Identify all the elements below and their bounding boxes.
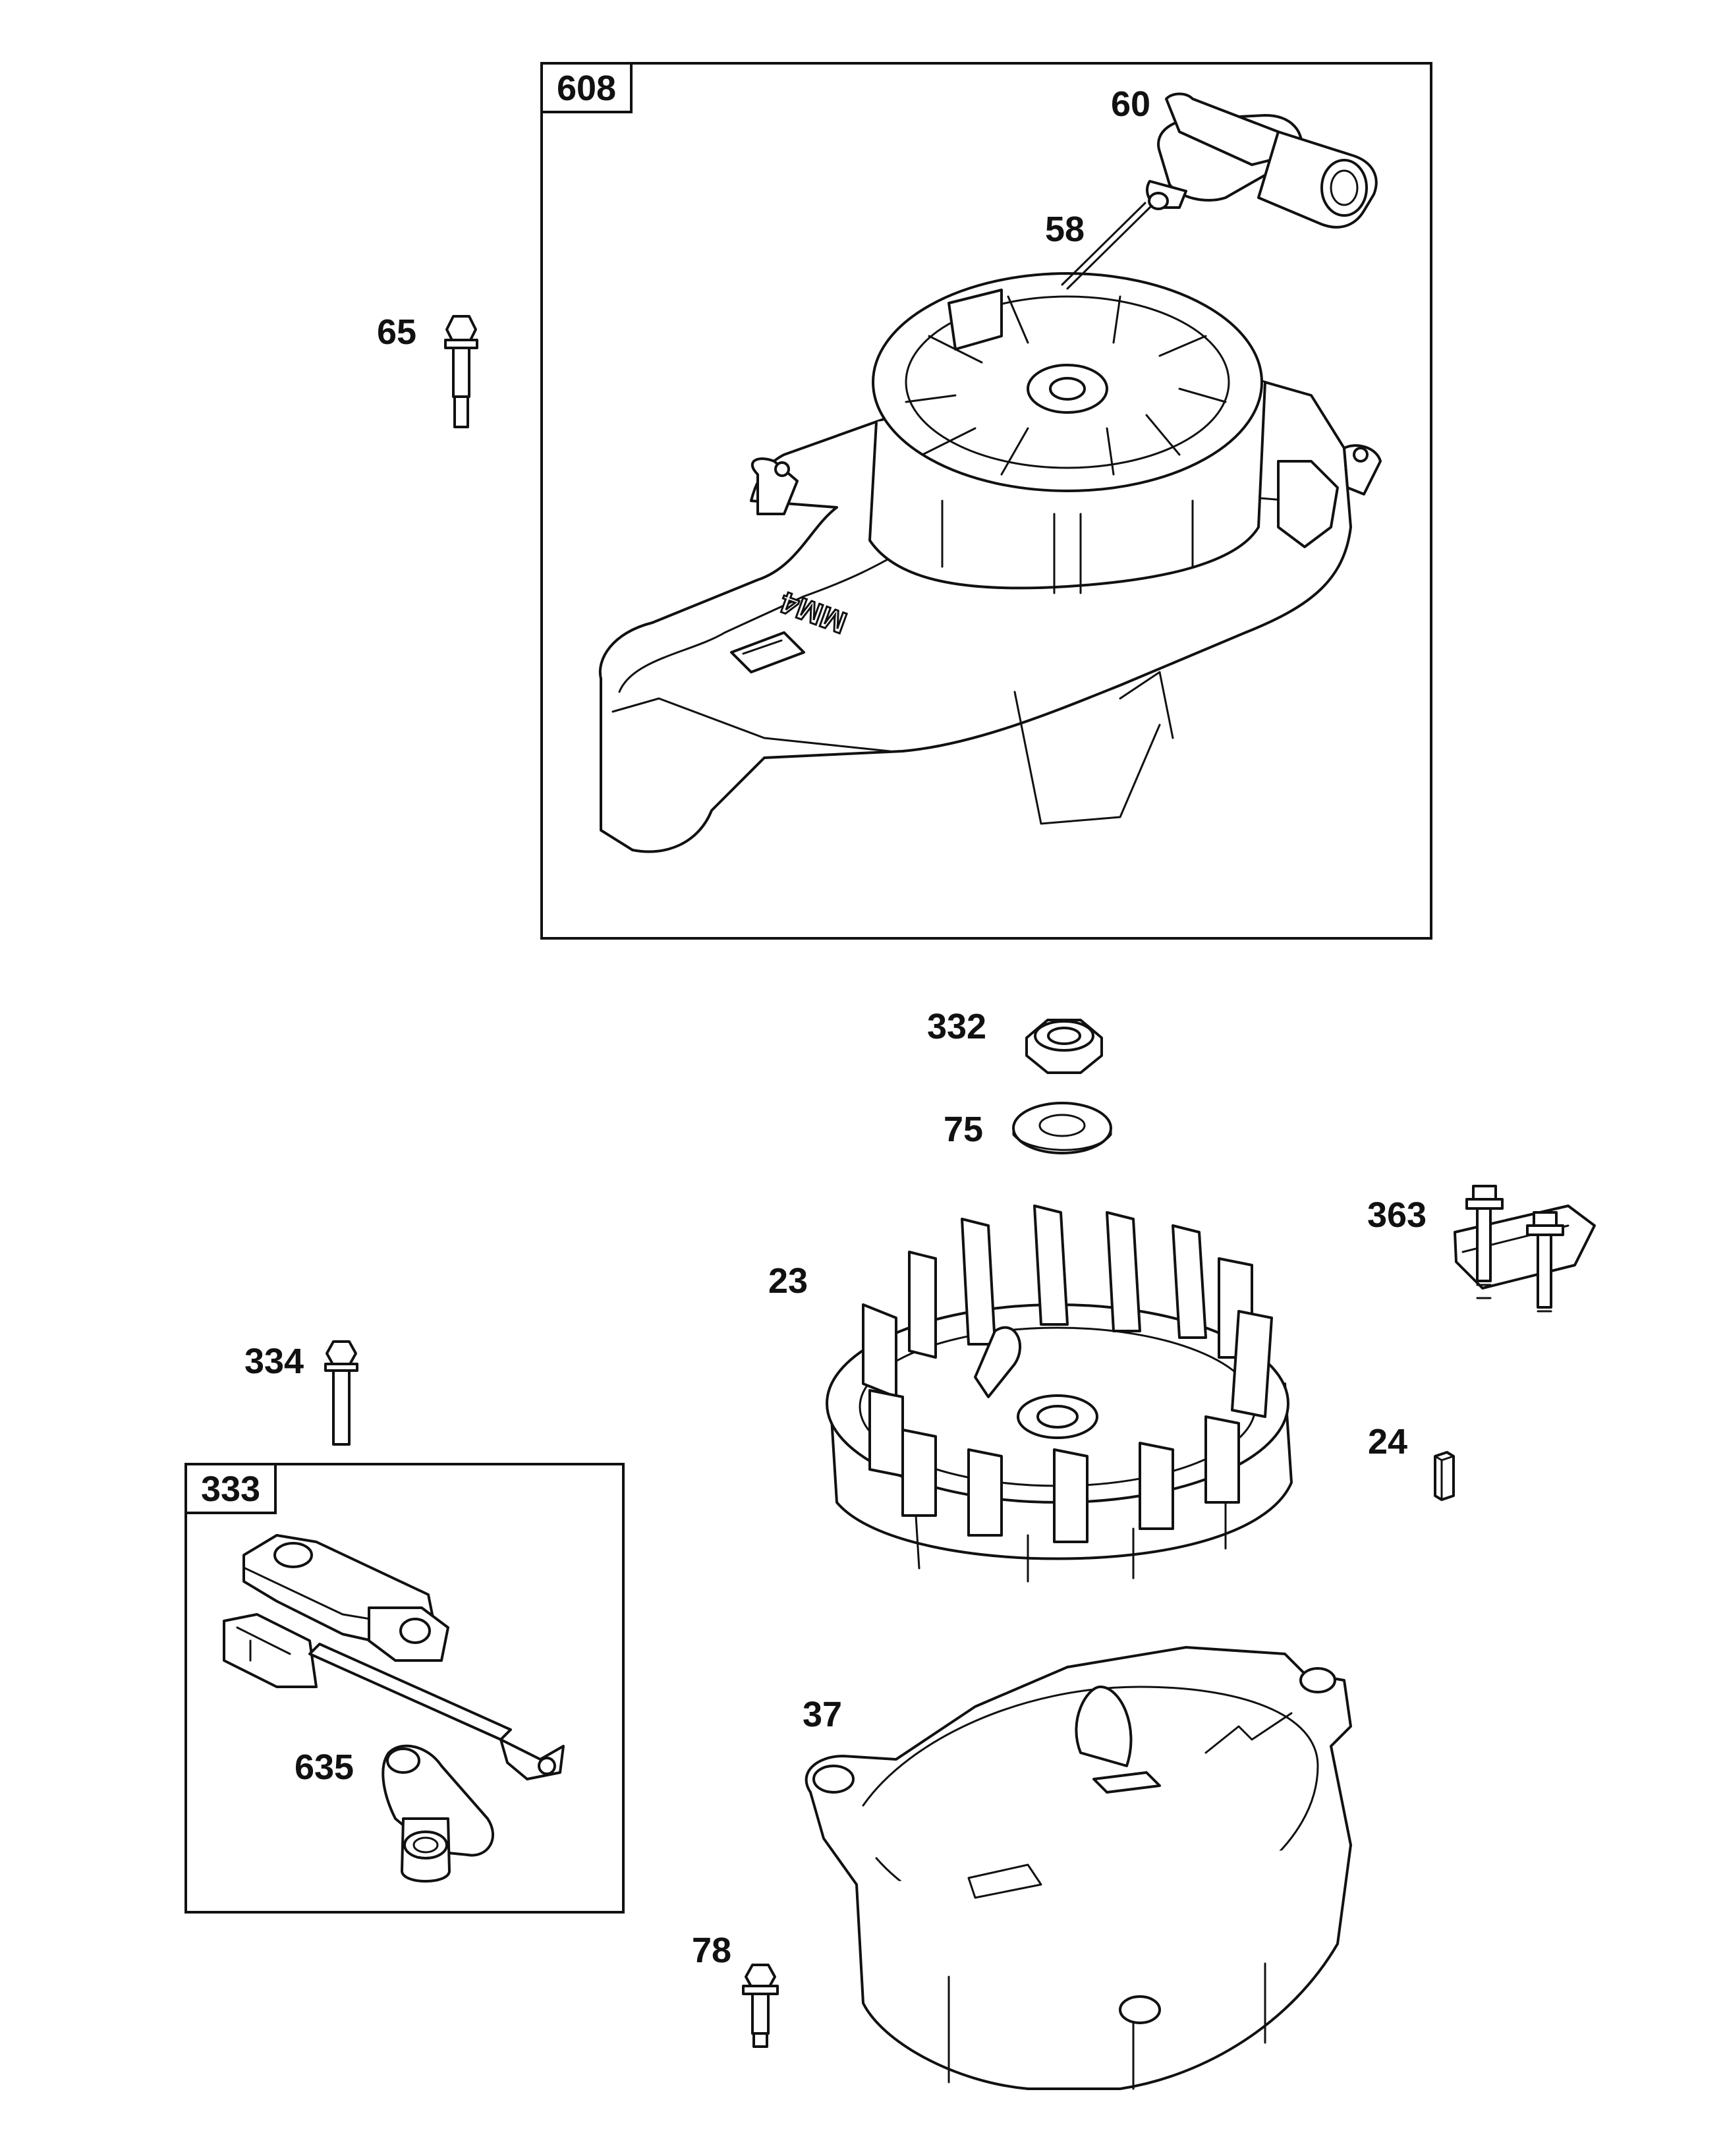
- part-37-blower-housing: [805, 1646, 1352, 2090]
- ignition-armature: [223, 1534, 565, 1780]
- group-333-frame: [184, 1463, 625, 1914]
- callout-23: 23: [768, 1261, 808, 1301]
- part-60-starter-handle: [1146, 92, 1378, 229]
- group-333-label: 333: [201, 1469, 260, 1509]
- callout-78: 78: [692, 1931, 731, 1970]
- part-75-washer: [1012, 1102, 1112, 1154]
- callout-332: 332: [927, 1007, 986, 1046]
- part-334-bolt: [324, 1340, 358, 1446]
- callout-65: 65: [377, 312, 416, 352]
- part-332-nut: [1025, 1019, 1103, 1074]
- group-608-label: 608: [557, 69, 616, 108]
- mounting-hole: [774, 461, 790, 477]
- callout-363: 363: [1367, 1195, 1427, 1235]
- callout-58: 58: [1045, 210, 1085, 249]
- group-608-tag-box: [540, 62, 633, 113]
- part-23-flywheel: [826, 1205, 1293, 1583]
- part-65-bolt: [444, 315, 478, 428]
- callout-334: 334: [244, 1342, 304, 1381]
- part-58-starter-rope: [1061, 202, 1153, 290]
- group-608-frame: [540, 62, 1432, 940]
- callout-24: 24: [1368, 1422, 1407, 1461]
- part-363-bracket: [1454, 1185, 1596, 1313]
- part-78-bolt: [742, 1964, 779, 2048]
- group-333-tag-box: [184, 1463, 277, 1514]
- starter-pulley: [868, 272, 1266, 594]
- callout-75: 75: [944, 1110, 983, 1149]
- group-333: 333 635: [184, 1463, 625, 1914]
- mounting-hole: [1353, 447, 1369, 463]
- callout-60: 60: [1111, 84, 1150, 124]
- callout-37: 37: [803, 1695, 842, 1734]
- callout-635: 635: [295, 1747, 354, 1787]
- part-635-spark-plug-boot: [382, 1744, 495, 1883]
- part-24-key: [1434, 1451, 1455, 1501]
- group-608: 608 MM4: [540, 62, 1432, 940]
